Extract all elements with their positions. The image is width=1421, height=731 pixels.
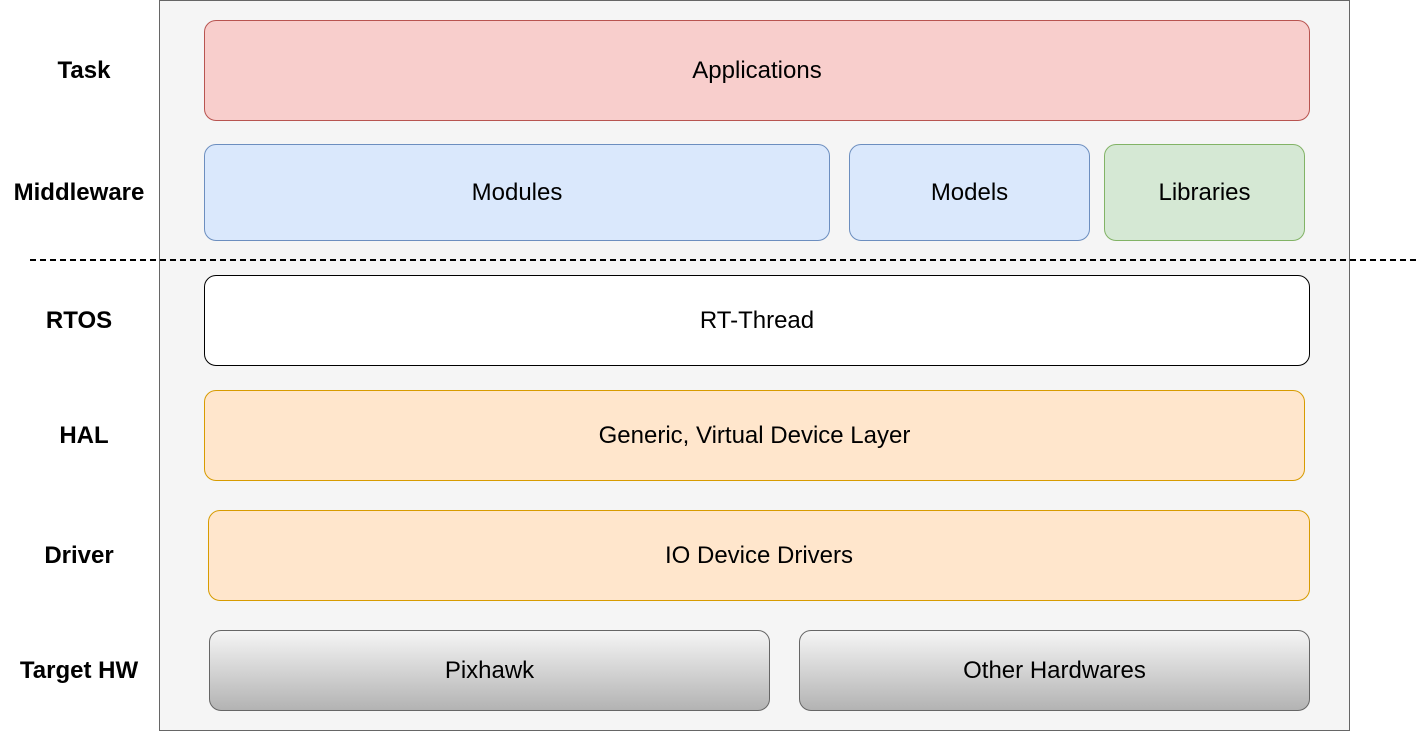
applications-box: Applications <box>204 20 1310 121</box>
layer-label-driver: Driver <box>44 542 114 569</box>
rt-thread-box: RT-Thread <box>204 275 1310 366</box>
models-box: Models <box>849 144 1090 241</box>
kernel-boundary-divider <box>30 259 1416 261</box>
layer-label-middleware: Middleware <box>13 179 145 206</box>
pixhawk-box: Pixhawk <box>209 630 770 711</box>
io-device-drivers-box: IO Device Drivers <box>208 510 1310 601</box>
layer-label-target-hw: Target HW <box>19 657 139 684</box>
modules-box: Modules <box>204 144 830 241</box>
virtual-device-layer-box: Generic, Virtual Device Layer <box>204 390 1305 481</box>
other-hardwares-box: Other Hardwares <box>799 630 1310 711</box>
layer-label-hal: HAL <box>59 422 109 449</box>
libraries-box: Libraries <box>1104 144 1305 241</box>
layer-label-rtos: RTOS <box>45 307 113 334</box>
layer-label-task: Task <box>57 57 111 84</box>
